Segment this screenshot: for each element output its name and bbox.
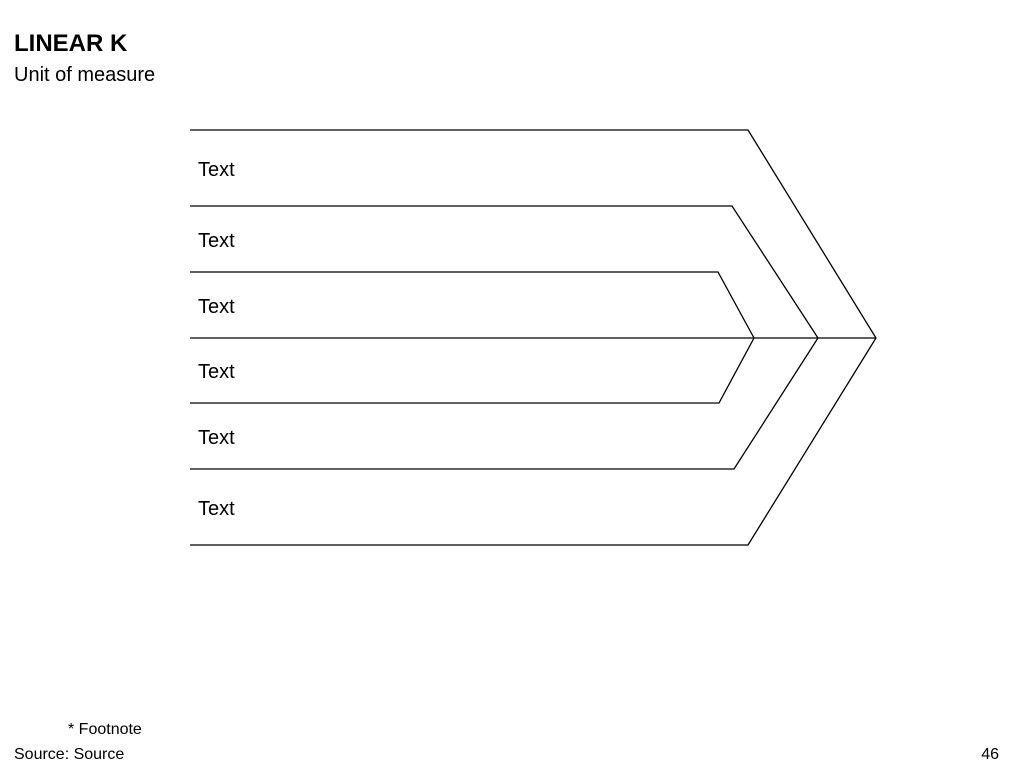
slide-title: LINEAR K xyxy=(14,30,128,57)
slide-subtitle: Unit of measure xyxy=(14,64,156,86)
band-label-6: Text xyxy=(198,498,235,520)
band-label-5: Text xyxy=(198,427,235,449)
page-number: 46 xyxy=(981,746,999,763)
band-label-1: Text xyxy=(198,159,235,181)
band-label-2: Text xyxy=(198,230,235,252)
footnote: * Footnote xyxy=(68,721,142,738)
band-label-4: Text xyxy=(198,361,235,383)
band-label-3: Text xyxy=(198,296,235,318)
source-note: Source: Source xyxy=(14,746,125,763)
